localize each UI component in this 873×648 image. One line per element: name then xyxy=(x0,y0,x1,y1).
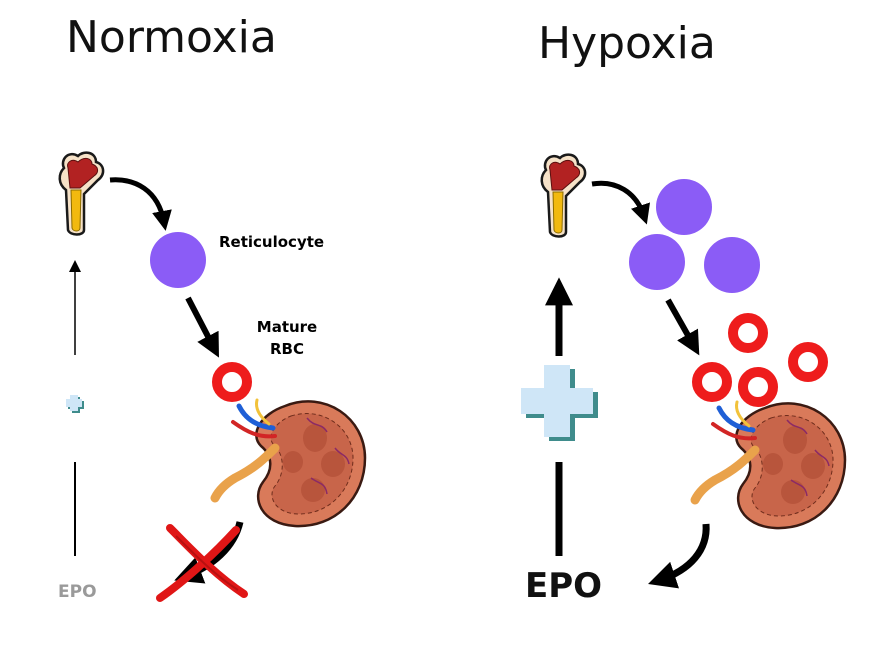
cross-mark-icon xyxy=(156,524,248,602)
title-hypoxia: Hypoxia xyxy=(538,18,716,69)
arrow-reticulocyte-to-rbc-left xyxy=(185,296,219,358)
arrow-bone-to-reticulocyte-left xyxy=(109,177,172,231)
label-mature-rbc-line2: RBC xyxy=(270,340,304,358)
kidney-icon-left xyxy=(215,400,365,526)
plus-icon-left xyxy=(66,395,84,413)
label-mature-rbc: Mature RBC xyxy=(232,316,342,360)
bone-marrow-icon-left xyxy=(58,151,105,236)
title-normoxia: Normoxia xyxy=(66,12,277,63)
label-reticulocyte: Reticulocyte xyxy=(219,233,325,251)
arrow-kidney-to-epo-right xyxy=(648,523,710,589)
mature-rbc-cell-right-3 xyxy=(697,367,727,397)
epo-label-right: EPO xyxy=(525,566,603,606)
reticulocyte-cell-right-2 xyxy=(629,234,685,290)
kidney-icon-right xyxy=(695,402,845,528)
reticulocyte-cell-right-1 xyxy=(656,179,712,235)
mature-rbc-cell-left xyxy=(217,367,247,397)
reticulocyte-cell-right-3 xyxy=(704,237,760,293)
plus-icon-right xyxy=(521,365,598,441)
bone-marrow-icon-right xyxy=(540,153,587,238)
epo-label-left: EPO xyxy=(58,582,97,602)
arrow-reticulocytes-to-rbc-right xyxy=(665,298,700,356)
mature-rbc-cell-right-4 xyxy=(743,372,773,402)
mature-rbc-cell-right-2 xyxy=(793,347,823,377)
arrow-bone-to-reticulocytes-right xyxy=(591,180,651,225)
label-mature-rbc-line1: Mature xyxy=(256,318,318,336)
reticulocyte-cell-left xyxy=(150,232,206,288)
mature-rbc-cell-right-1 xyxy=(733,318,763,348)
